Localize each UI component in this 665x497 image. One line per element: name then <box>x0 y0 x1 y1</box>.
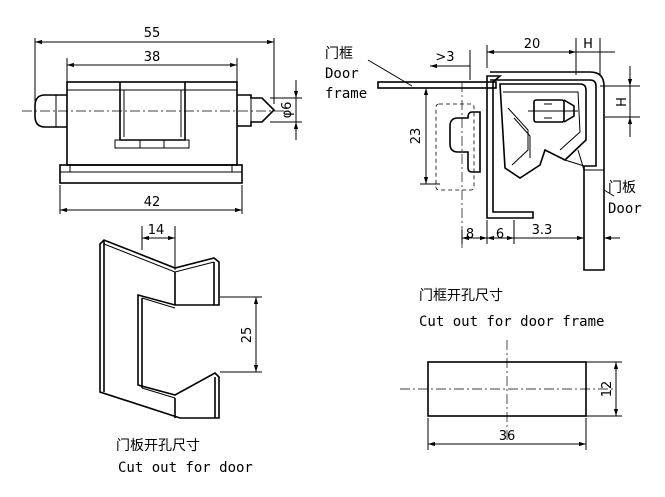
door-en: Door <box>608 201 642 217</box>
dim-gap: >3 <box>435 50 454 65</box>
door-leaf <box>490 71 605 271</box>
door-cutout-title-cn: 门板开孔尺寸 <box>116 438 200 454</box>
latch-body <box>66 81 238 166</box>
dim-cutout-width: 14 <box>148 223 165 238</box>
door-plate <box>99 239 220 419</box>
dim-h-right: H <box>615 97 630 107</box>
dim-c: 3.3 <box>532 223 553 238</box>
dim-h-top: H <box>583 37 593 52</box>
pin-right <box>237 94 276 127</box>
latch-base <box>59 164 243 184</box>
door-frame-en-2: frame <box>325 86 367 102</box>
door-cn: 门板 <box>608 180 636 196</box>
dim-a: 8 <box>466 227 474 242</box>
side-view: 20 H H >3 门框 Door frame 23 <box>325 37 642 271</box>
door-frame-en-1: Door <box>325 66 359 82</box>
door-cutout: 14 25 门板开孔尺寸 Cut out for door <box>99 223 262 476</box>
dim-body: 38 <box>144 50 161 65</box>
dim-b: 6 <box>496 227 504 242</box>
latch-housing <box>499 83 587 179</box>
dim-height: 23 <box>409 128 424 145</box>
bracket <box>486 75 534 219</box>
front-view: 55 38 42 φ6 <box>22 26 302 214</box>
frame-cutout: 门框开孔尺寸 Cut out for door frame 12 36 <box>400 288 622 450</box>
dim-frame-height: 12 <box>600 381 615 398</box>
dim-pin: φ6 <box>280 102 295 119</box>
frame-cutout-title-cn: 门框开孔尺寸 <box>419 288 503 304</box>
dim-cutout-height: 25 <box>240 327 255 344</box>
dim-overall: 55 <box>144 26 161 41</box>
knob <box>449 111 481 173</box>
dim-base: 42 <box>144 195 161 210</box>
frame-cutout-title-en: Cut out for door frame <box>419 314 604 330</box>
dim-depth: 20 <box>524 37 541 52</box>
door-frame-plate <box>377 81 497 89</box>
door-cutout-title-en: Cut out for door <box>118 460 253 476</box>
dim-frame-width: 36 <box>499 429 516 444</box>
door-frame-cn: 门框 <box>325 46 353 62</box>
